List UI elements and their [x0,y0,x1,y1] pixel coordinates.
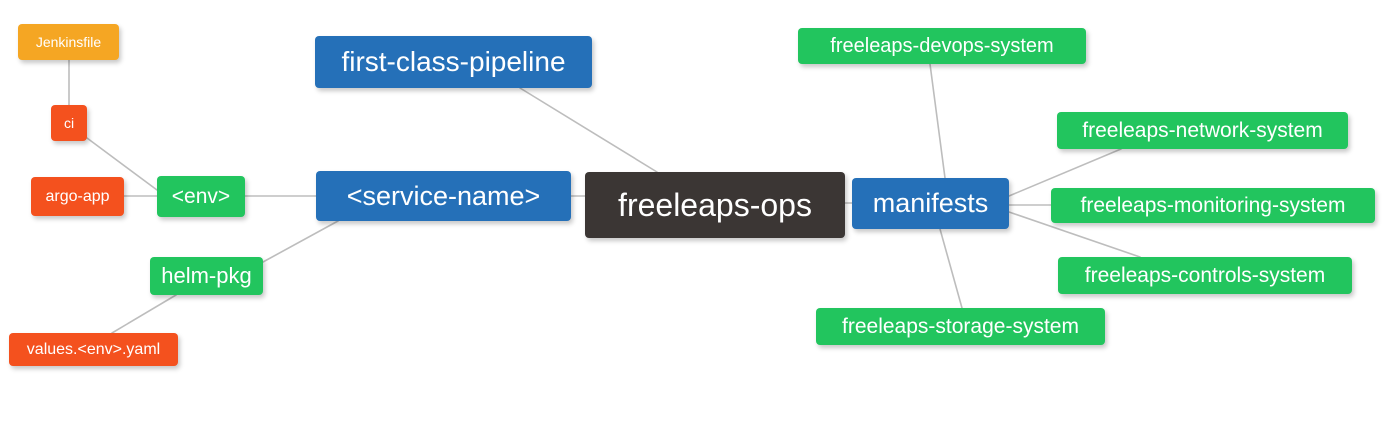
node-label-service-name: <service-name> [346,180,541,211]
node-service-name[interactable]: <service-name> [316,171,571,221]
node-helm-pkg[interactable]: helm-pkg [150,257,263,295]
node-freeleaps-storage-system[interactable]: freeleaps-storage-system [816,308,1105,345]
node-label-freeleaps-storage-system: freeleaps-storage-system [842,315,1079,338]
node-label-jenkinsfile: Jenkinsfile [35,34,102,50]
node-label-values-env-yaml: values.<env>.yaml [26,340,161,358]
node-label-ci: ci [63,115,75,131]
node-label-freeleaps-controls-system: freeleaps-controls-system [1084,264,1326,287]
node-values-env-yaml[interactable]: values.<env>.yaml [9,333,178,366]
node-label-freeleaps-devops-system: freeleaps-devops-system [830,35,1054,57]
edge-first-class-pipeline-to-freeleaps-ops [519,87,658,173]
node-freeleaps-ops[interactable]: freeleaps-ops [585,172,845,238]
node-label-env: <env> [171,185,231,208]
node-ci[interactable]: ci [51,105,87,141]
node-freeleaps-devops-system[interactable]: freeleaps-devops-system [798,28,1086,64]
node-label-manifests: manifests [872,188,989,218]
node-freeleaps-controls-system[interactable]: freeleaps-controls-system [1058,257,1352,294]
node-label-argo-app: argo-app [45,187,110,205]
node-freeleaps-network-system[interactable]: freeleaps-network-system [1057,112,1348,149]
node-label-freeleaps-network-system: freeleaps-network-system [1082,119,1323,142]
node-label-helm-pkg: helm-pkg [161,263,252,288]
edge-manifests-to-freeleaps-storage-system [939,228,963,309]
node-freeleaps-monitoring-system[interactable]: freeleaps-monitoring-system [1051,188,1375,223]
node-env[interactable]: <env> [157,176,245,217]
node-jenkinsfile[interactable]: Jenkinsfile [18,24,119,60]
edge-service-name-to-helm-pkg [262,220,339,263]
edge-helm-pkg-to-values-env-yaml [111,294,177,334]
node-label-first-class-pipeline: first-class-pipeline [341,46,566,77]
node-first-class-pipeline[interactable]: first-class-pipeline [315,36,592,88]
node-manifests[interactable]: manifests [852,178,1009,229]
edge-freeleaps-devops-system-to-manifests [929,63,946,179]
node-argo-app[interactable]: argo-app [31,177,124,216]
node-label-freeleaps-ops: freeleaps-ops [618,187,812,223]
node-label-freeleaps-monitoring-system: freeleaps-monitoring-system [1080,194,1346,217]
